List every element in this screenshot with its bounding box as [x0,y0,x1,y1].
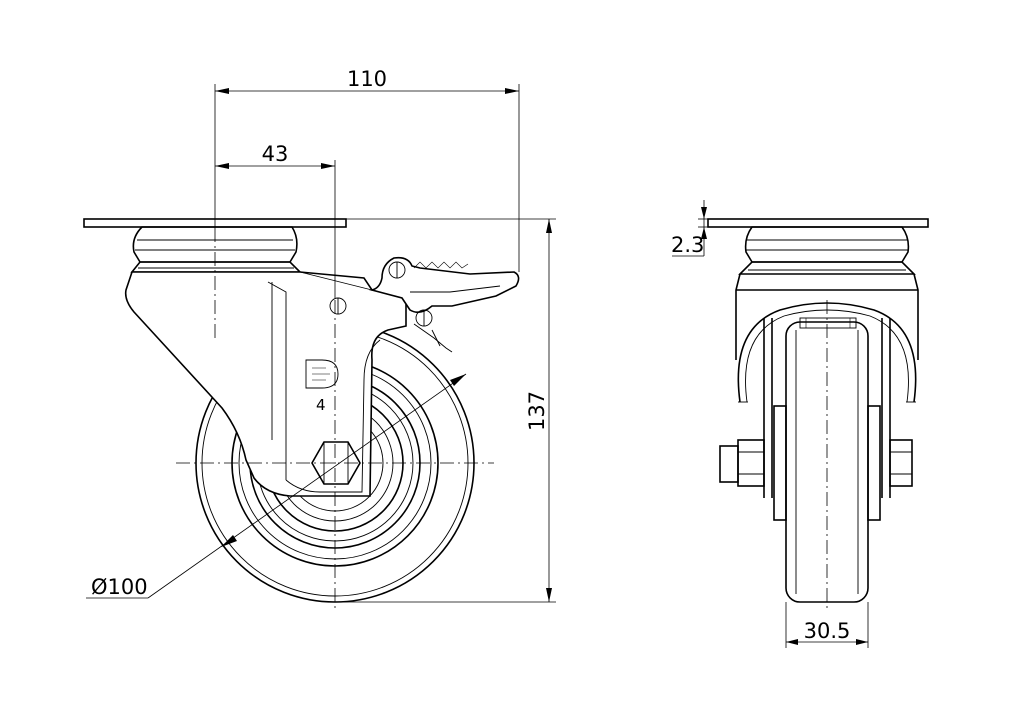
size-code-label: 4 [316,396,326,414]
dim-swivel-offset: 43 [262,142,289,166]
dim-plate-thickness: 2.3 [671,233,704,257]
front-swivel-bearing [738,226,916,275]
front-top-plate [707,218,929,228]
fork-housing [124,271,407,497]
front-axle-nuts [719,439,913,487]
front-view-dimensions: 2.3 30.5 [671,200,869,648]
dim-wheel-width: 30.5 [804,619,851,643]
dim-total-offset: 110 [347,67,387,91]
brand-logo: D [305,359,339,389]
dim-wheel-diameter: Ø100 [91,575,148,599]
side-view: D 4 [83,218,520,612]
front-housing [735,273,919,360]
front-view [707,218,929,612]
dim-overall-height: 137 [525,391,549,431]
axle-hex-nut [311,441,361,485]
brake-lever [368,256,520,353]
side-view-dimensions: 110 43 137 Ø100 [86,67,556,603]
swivel-bearing [130,226,302,273]
